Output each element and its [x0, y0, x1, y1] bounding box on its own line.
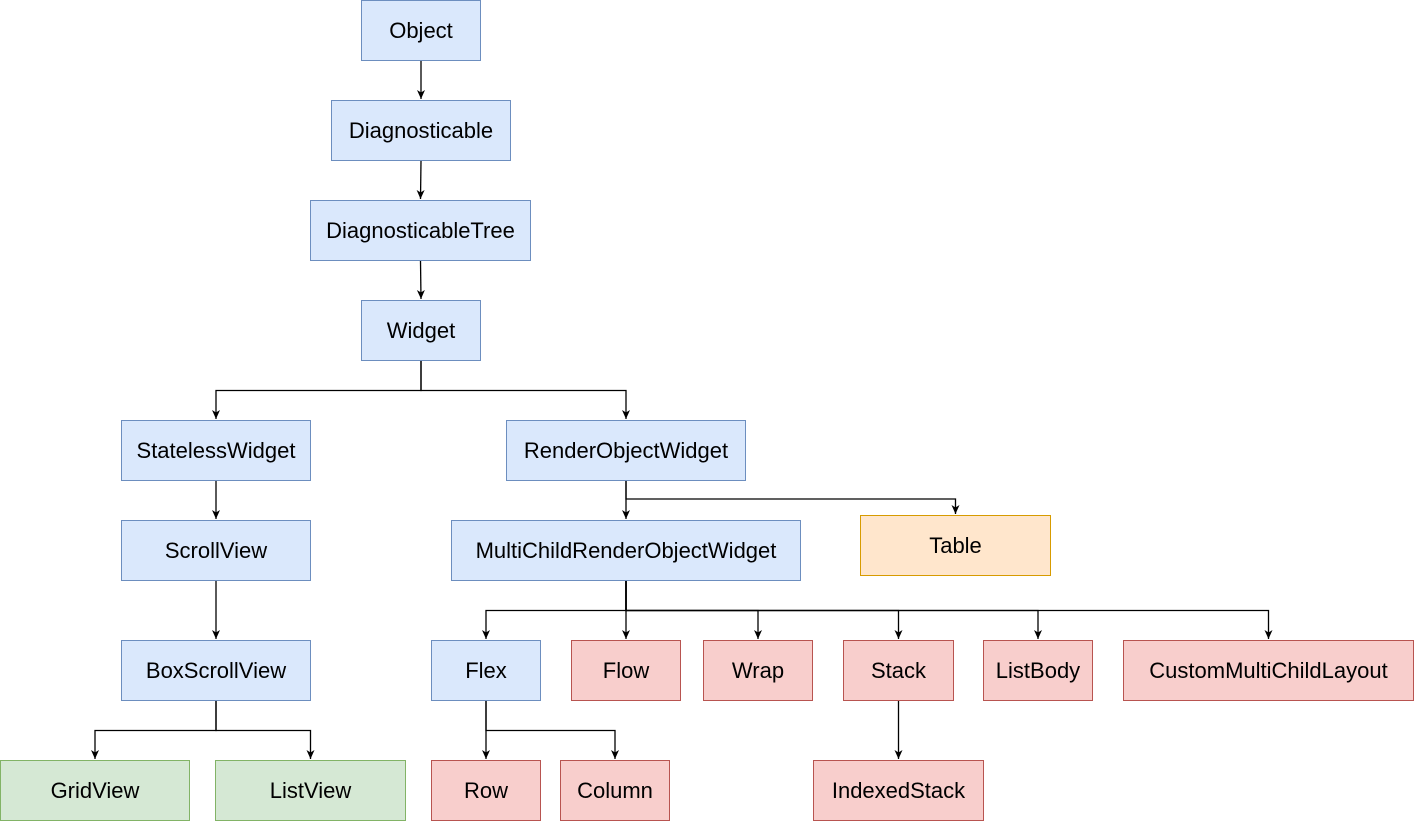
node-wrap: Wrap: [703, 640, 813, 701]
edge-diagnosticable-to-diagtree: [416, 160, 425, 200]
node-object: Object: [361, 0, 481, 61]
edge-boxscroll-to-gridview: [91, 701, 217, 759]
edge-flex-to-column: [485, 701, 619, 759]
node-scroll-view: ScrollView: [121, 520, 311, 581]
node-list-view: ListView: [215, 760, 406, 821]
edge-widget-to-stateless: [212, 361, 422, 419]
node-stack: Stack: [843, 640, 954, 701]
node-custom-multi-child-layout: CustomMultiChildLayout: [1123, 640, 1414, 701]
edge-diagtree-to-widget: [416, 260, 425, 300]
node-row: Row: [431, 760, 541, 821]
edge-widget-to-renderobj: [420, 361, 630, 419]
node-render-object-widget: RenderObjectWidget: [506, 420, 746, 481]
node-list-body: ListBody: [983, 640, 1093, 701]
node-multi-child-render-object-widget: MultiChildRenderObjectWidget: [451, 520, 801, 581]
edge-renderobj-to-table: [625, 481, 960, 514]
node-flex: Flex: [431, 640, 541, 701]
node-flow: Flow: [571, 640, 681, 701]
node-table: Table: [860, 515, 1051, 576]
node-box-scroll-view: BoxScrollView: [121, 640, 311, 701]
node-column: Column: [560, 760, 670, 821]
node-diagnosticable: Diagnosticable: [331, 100, 511, 161]
node-indexed-stack: IndexedStack: [813, 760, 984, 821]
node-diagnosticable-tree: DiagnosticableTree: [310, 200, 531, 261]
node-widget: Widget: [361, 300, 481, 361]
edge-boxscroll-to-listview: [215, 701, 315, 759]
edge-multichild-to-custommulti: [625, 581, 1273, 639]
node-grid-view: GridView: [0, 760, 190, 821]
node-stateless-widget: StatelessWidget: [121, 420, 311, 481]
edge-multichild-to-flex: [482, 581, 627, 639]
